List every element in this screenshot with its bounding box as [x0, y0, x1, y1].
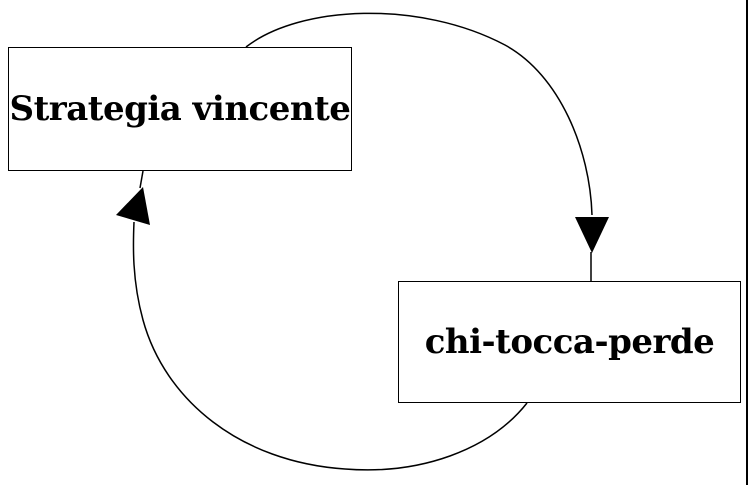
node-strategia-vincente-label: Strategia vincente — [9, 89, 351, 129]
node-strategia-vincente: Strategia vincente — [8, 47, 352, 171]
edge-strategy-to-chi — [245, 12, 593, 216]
arrowhead-up — [116, 187, 150, 225]
edge-chi-to-strategy — [132, 221, 528, 471]
node-chi-tocca-perde: chi-tocca-perde — [398, 281, 741, 403]
arrowhead-down — [575, 217, 609, 253]
edge-chi-to-strategy-tail — [139, 170, 144, 189]
node-chi-tocca-perde-label: chi-tocca-perde — [424, 322, 715, 362]
right-border-line — [746, 0, 748, 485]
